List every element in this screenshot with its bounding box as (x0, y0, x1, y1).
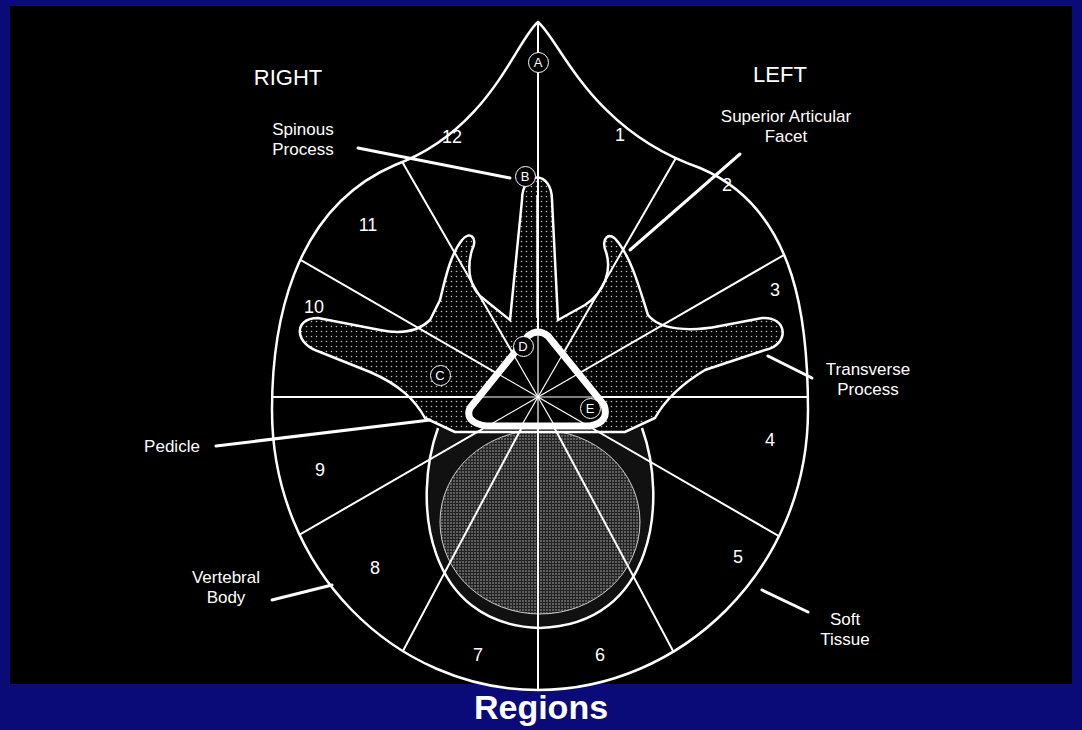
region-letter: C (435, 369, 444, 382)
side-label: RIGHT (254, 65, 322, 90)
region-letter: D (518, 340, 527, 353)
leader-line (358, 148, 510, 178)
circled-letter: A (528, 52, 549, 73)
region-boundary (538, 397, 867, 730)
region-number: 8 (370, 558, 380, 579)
region-number: 1 (615, 125, 625, 146)
leader-line (768, 356, 812, 378)
canal-spoke (538, 397, 598, 501)
circled-letter: C (430, 365, 451, 386)
vertebral-body-stipple (440, 430, 640, 614)
region-boundary (538, 47, 1082, 397)
circled-letter: B (515, 166, 536, 187)
region-letter: A (534, 56, 543, 69)
vertebral-body-rim (427, 428, 654, 628)
part-name: Superior Articular Facet (701, 107, 871, 146)
region-boundary (0, 396, 538, 398)
region-boundary (0, 47, 538, 397)
region-number: 5 (733, 547, 743, 568)
part-name: Spinous Process (258, 120, 348, 159)
region-boundary (538, 396, 1082, 398)
part-name: Pedicle (144, 437, 200, 457)
canal-spoke (478, 397, 538, 501)
region-number: 9 (315, 460, 325, 481)
region-number: 7 (473, 645, 483, 666)
canal-spoke (537, 397, 538, 517)
posterior-arch (300, 178, 783, 433)
circled-letter: D (513, 336, 534, 357)
leader-line (630, 154, 740, 250)
region-number: 11 (359, 215, 378, 236)
side-label: LEFT (753, 62, 807, 87)
leader-line (216, 420, 430, 446)
leader-line (762, 590, 808, 612)
region-number: 4 (765, 430, 775, 451)
part-name: Vertebral Body (181, 568, 271, 607)
region-boundary (0, 397, 538, 730)
part-name: Transverse Process (818, 360, 918, 399)
part-name: Soft Tissue (814, 610, 876, 649)
region-boundary (538, 0, 888, 397)
canal-spoke (537, 277, 538, 397)
canal-fill (469, 332, 606, 426)
region-number: 12 (442, 127, 462, 148)
caption: Regions (474, 688, 608, 727)
region-letter: E (586, 402, 595, 415)
region-boundary (188, 0, 538, 397)
leader-line (272, 585, 332, 600)
region-number: 6 (595, 645, 605, 666)
circled-letter: E (580, 398, 601, 419)
region-boundary (538, 397, 1082, 730)
region-number: 2 (722, 175, 732, 196)
region-boundary (209, 397, 538, 730)
region-number: 3 (770, 280, 780, 301)
leader-lines (216, 148, 812, 612)
spinal-canal (469, 332, 606, 426)
canal-spokes (418, 277, 658, 517)
region-letter: B (521, 170, 530, 183)
region-number: 10 (304, 297, 324, 318)
region-boundary (537, 397, 539, 730)
